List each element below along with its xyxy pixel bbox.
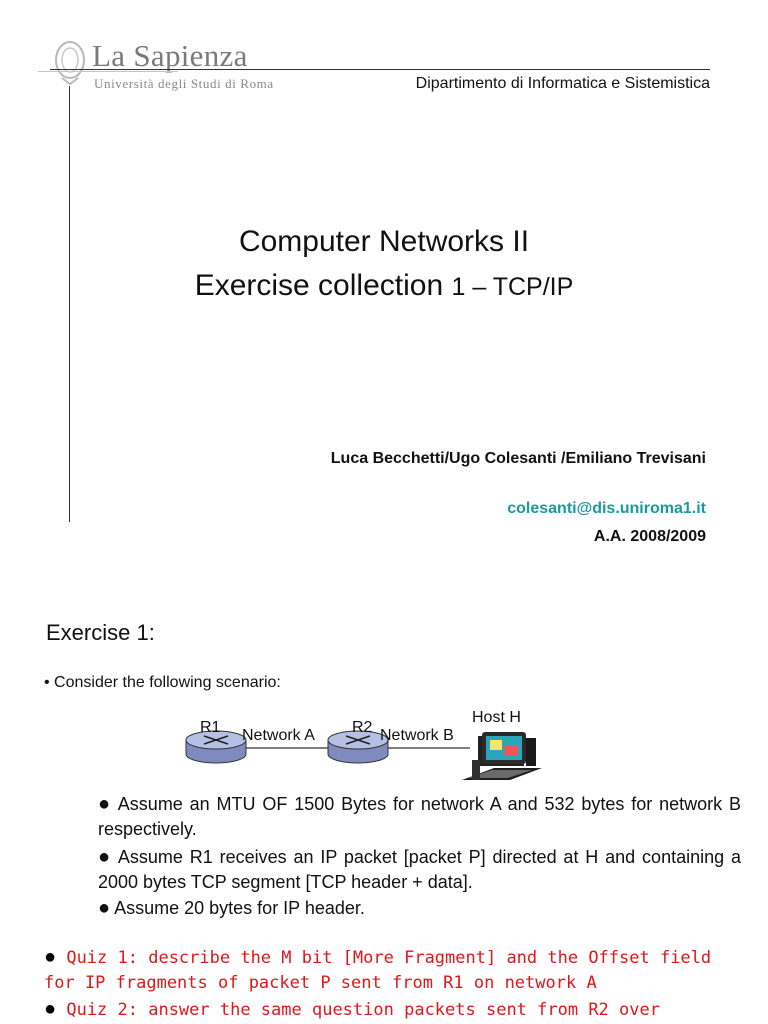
router-r1-icon xyxy=(185,730,247,764)
quiz-item: ● Quiz 2: answer the same question packe… xyxy=(44,998,660,1020)
bullet-dot: ● xyxy=(98,846,112,868)
router-r2-icon xyxy=(327,730,389,764)
network-b-label: Network B xyxy=(380,727,454,744)
r1-label: R1 xyxy=(200,719,221,736)
header-rule xyxy=(50,69,710,70)
logo-name: La Sapienza xyxy=(92,38,248,73)
r2-label: R2 xyxy=(352,719,373,736)
left-margin-rule xyxy=(69,86,70,522)
host-label: Host H xyxy=(472,709,521,726)
quiz-item: ● Quiz 1: describe the M bit [More Fragm… xyxy=(44,946,712,993)
sapienza-crest-icon xyxy=(55,41,85,86)
logo-subtitle: Università degli Studi di Roma xyxy=(94,76,274,91)
exercise-title: Exercise 1: xyxy=(46,620,155,645)
assumption-item: ● Assume an MTU OF 1500 Bytes for networ… xyxy=(98,793,741,839)
page-subtitle: Exercise collection 1 – TCP/IP xyxy=(0,269,768,303)
page-title: Computer Networks II xyxy=(238,225,530,258)
author-email-link[interactable]: colesanti@dis.uniroma1.it xyxy=(507,500,706,517)
network-diagram: R1 Network A R2 Network B Host H xyxy=(185,709,542,780)
academic-year: A.A. 2008/2009 xyxy=(593,528,706,545)
host-computer-icon xyxy=(462,732,542,780)
bullet-dot: ● xyxy=(98,793,112,815)
network-a-label: Network A xyxy=(242,727,315,744)
logo-underline xyxy=(38,71,178,72)
assumption-item: ● Assume R1 receives an IP packet [packe… xyxy=(98,846,741,892)
assumption-item: ● Assume 20 bytes for IP header. xyxy=(98,897,365,919)
bullet-dot: ● xyxy=(44,998,57,1020)
scenario-intro: • Consider the following scenario: xyxy=(44,674,281,691)
subtitle-main: Exercise collection xyxy=(194,269,452,302)
authors: Luca Becchetti/Ugo Colesanti /Emiliano T… xyxy=(330,450,706,467)
bullet-dot: ● xyxy=(98,897,111,919)
subtitle-number: 1 – TCP/IP xyxy=(451,273,574,301)
department-name: Dipartimento di Informatica e Sistemisti… xyxy=(415,75,710,92)
bullet-dot: ● xyxy=(44,946,57,968)
